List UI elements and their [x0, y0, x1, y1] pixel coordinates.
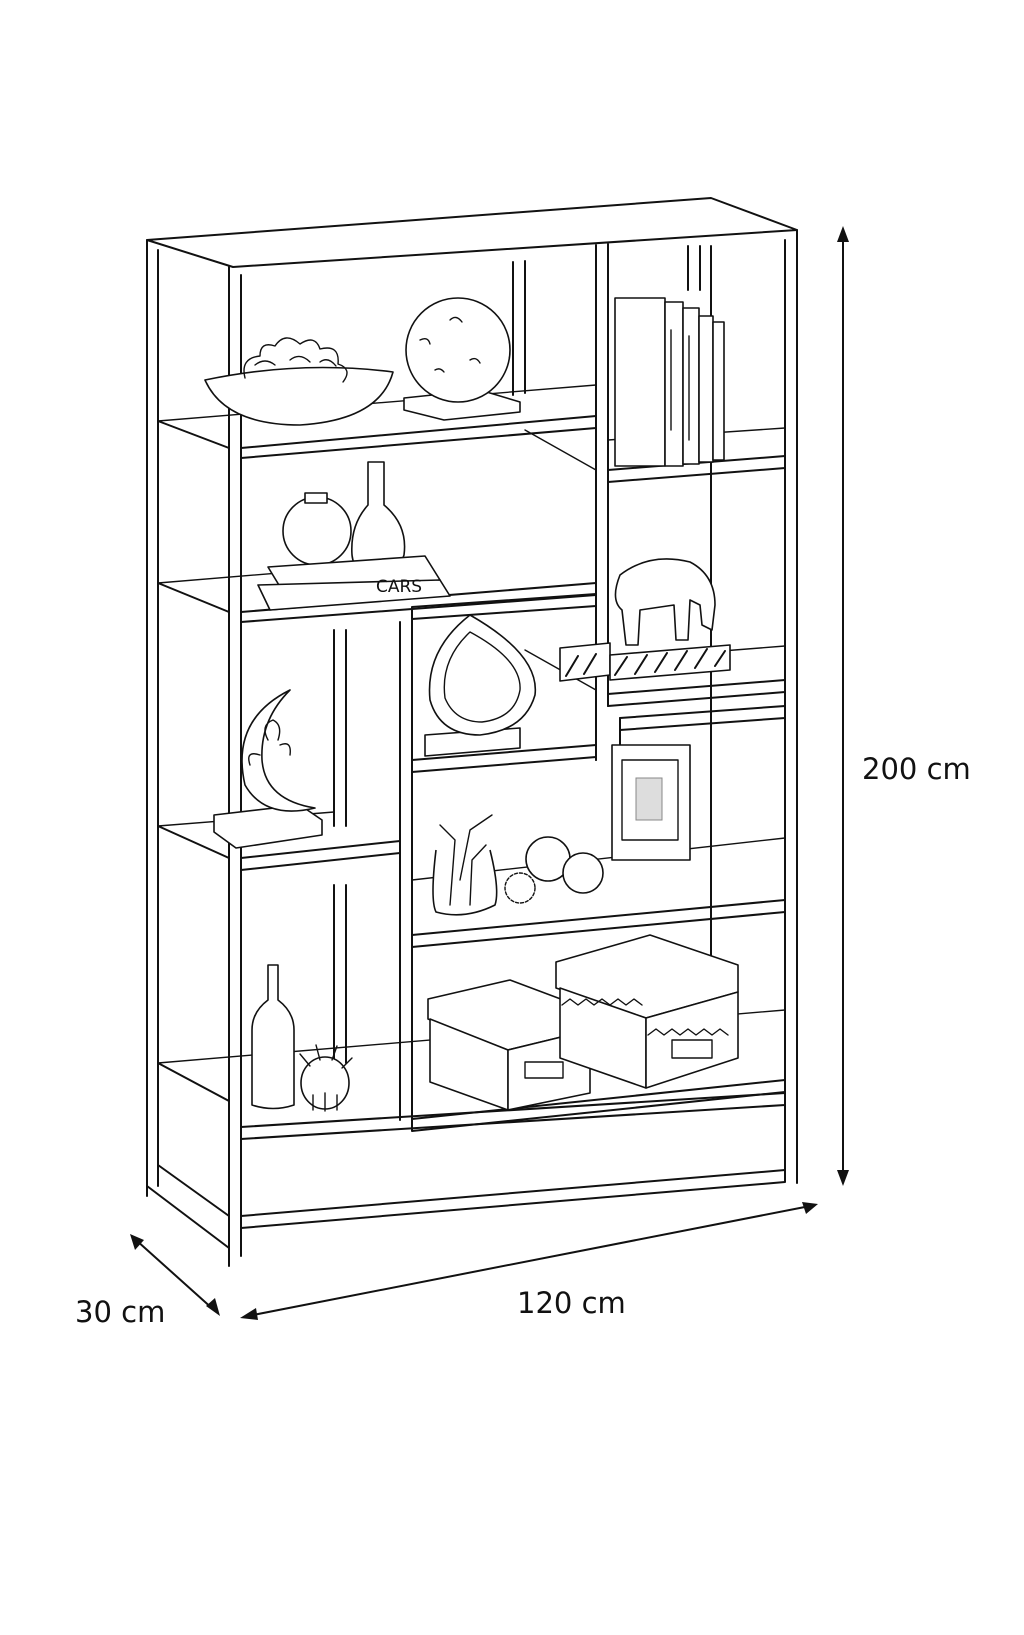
urchin-ornament	[299, 1044, 353, 1112]
height-dimension-arrow	[837, 226, 849, 1186]
moon-sculpture	[213, 689, 323, 849]
storage-box-patterned	[555, 934, 739, 1089]
elephant-figure	[614, 558, 716, 646]
coral-bowl	[204, 337, 394, 426]
storage-box-plain	[427, 979, 591, 1111]
branch-terrarium	[432, 814, 498, 916]
book-row	[614, 297, 725, 467]
stone-sphere-on-stand	[403, 297, 521, 421]
book-stack: CARS	[257, 555, 451, 611]
book-title-cars: CARS	[376, 577, 422, 597]
depth-label: 30 cm	[75, 1295, 166, 1329]
width-label: 120 cm	[517, 1286, 626, 1320]
bottle	[251, 964, 295, 1110]
striped-box	[559, 642, 731, 682]
round-vase	[282, 492, 352, 566]
shelf-frame	[146, 197, 798, 1267]
decor-balls	[504, 836, 604, 904]
height-label: 200 cm	[862, 752, 971, 786]
photo-frame	[611, 744, 691, 861]
width-dimension-arrow	[240, 1202, 818, 1320]
depth-dimension-arrow	[130, 1234, 220, 1316]
geode-slice	[424, 614, 537, 757]
